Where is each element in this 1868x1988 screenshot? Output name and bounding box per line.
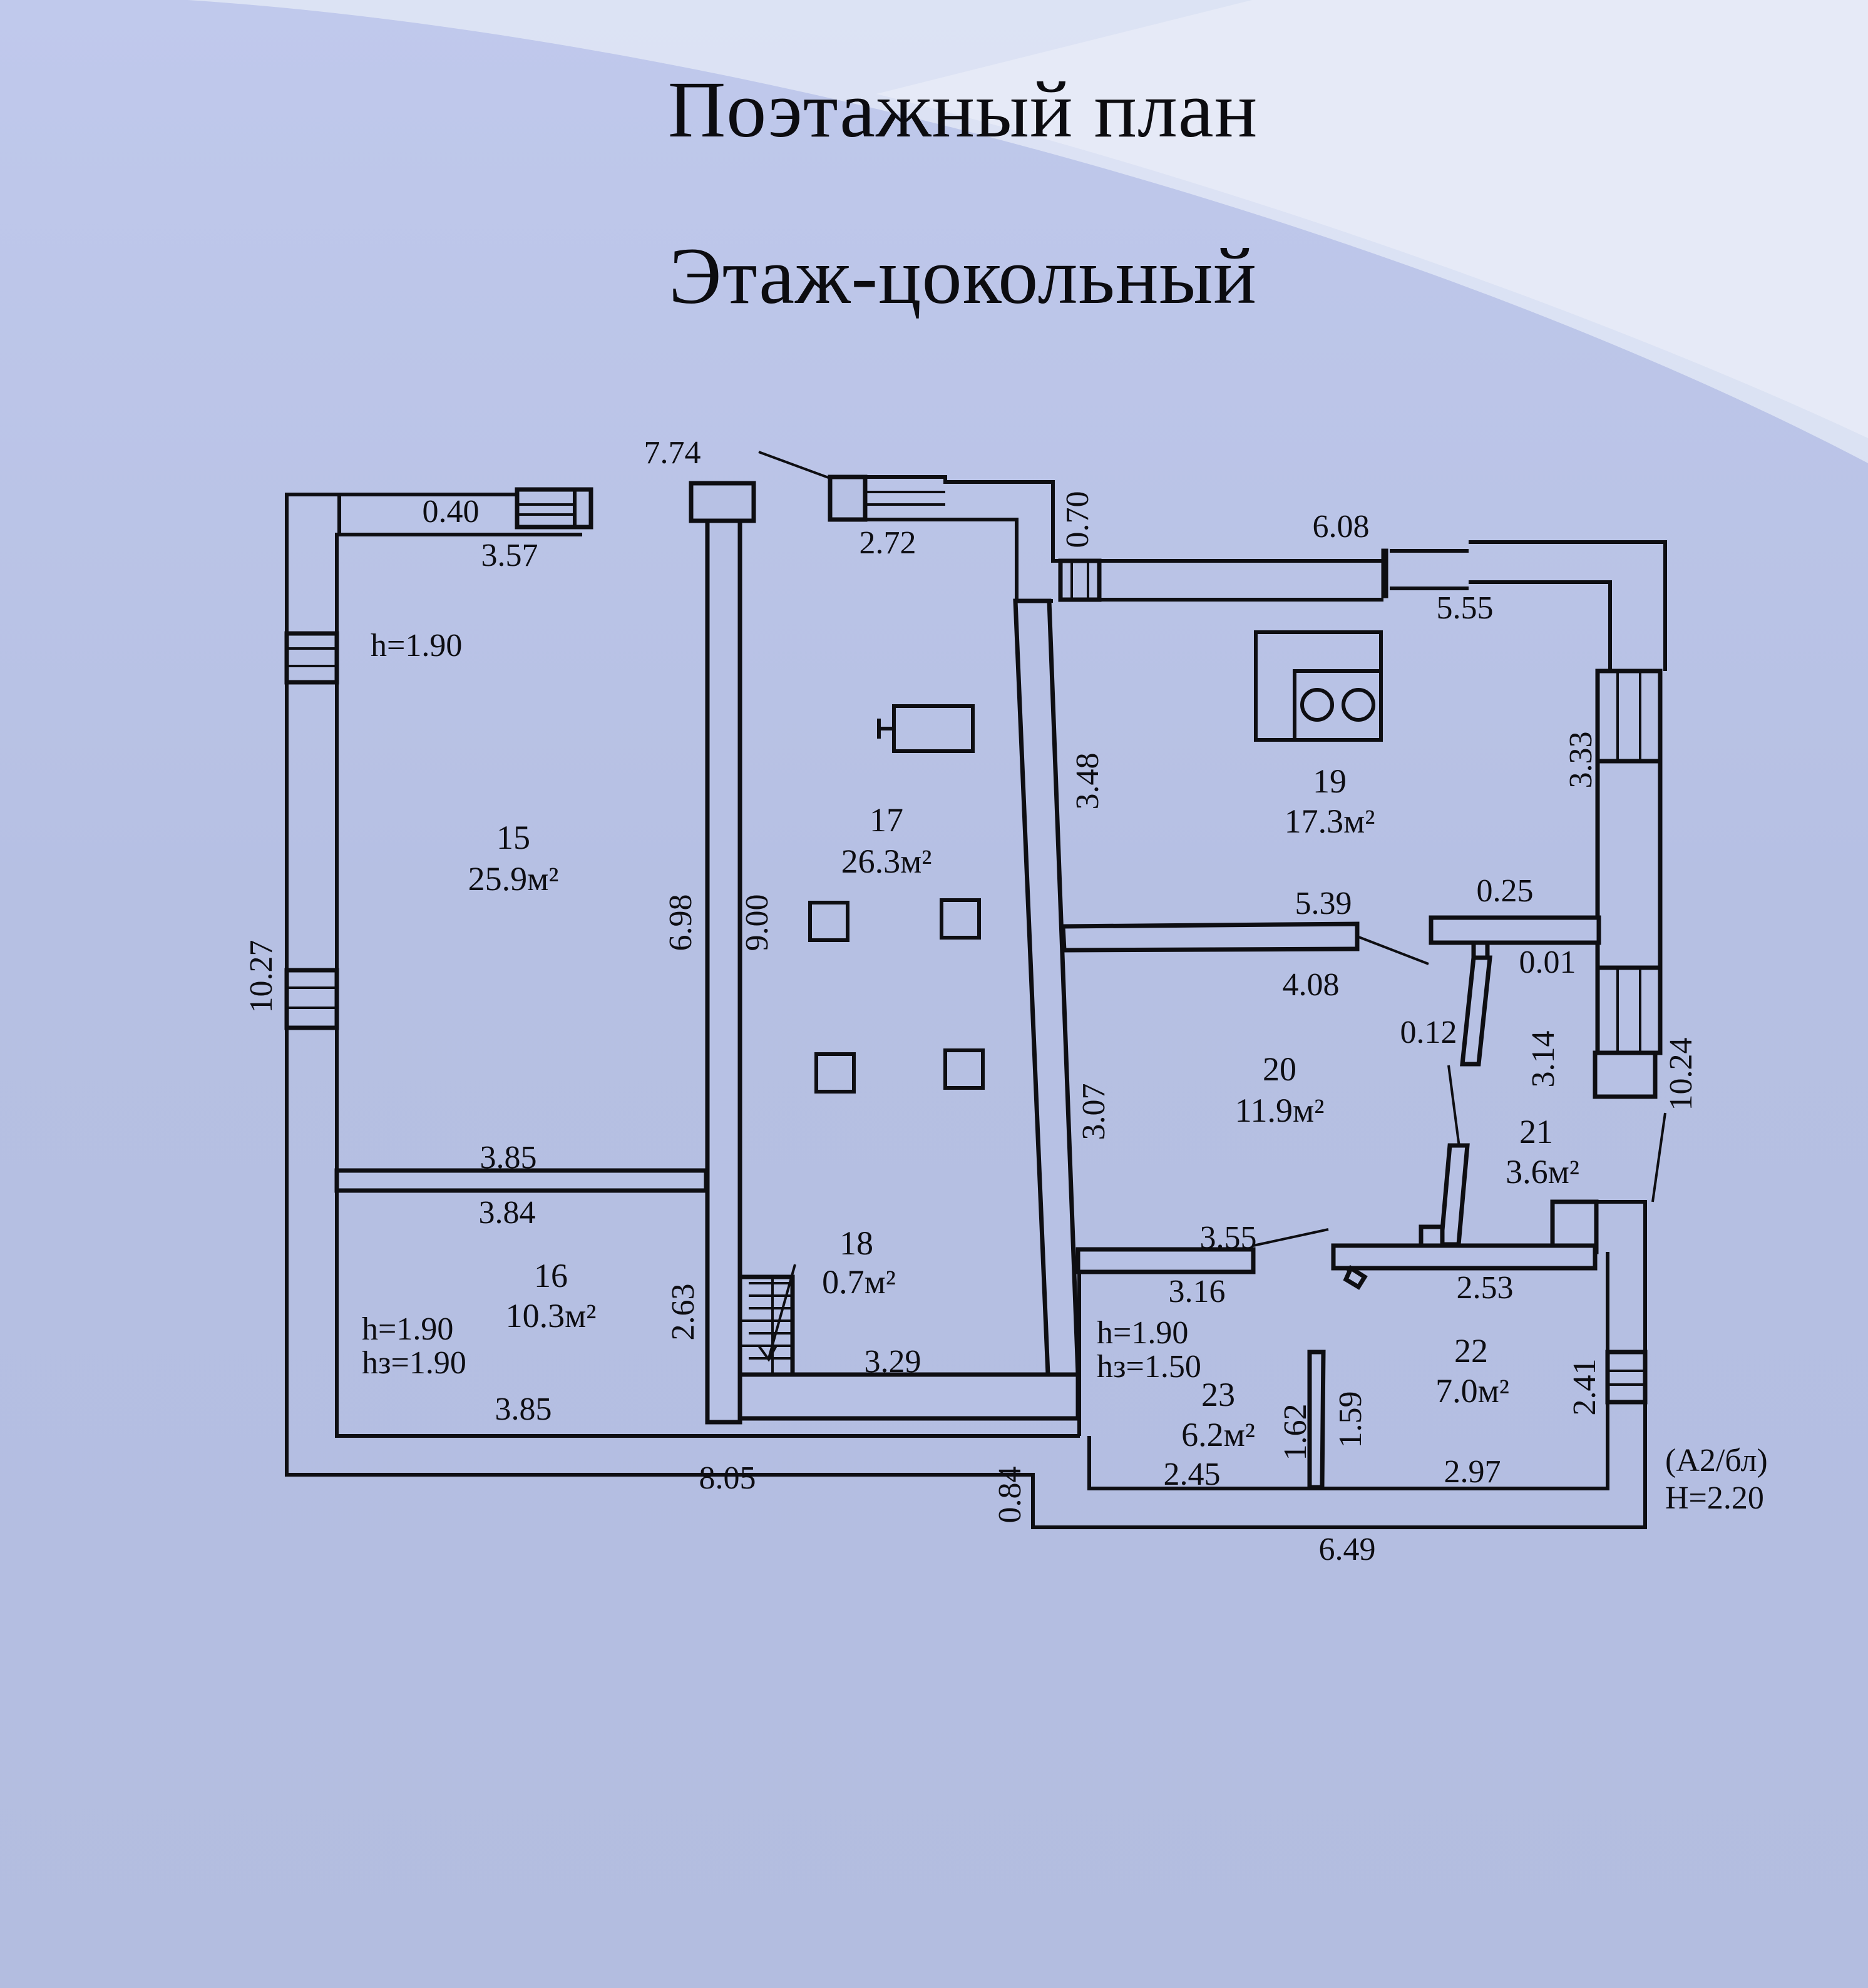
- dimension: 5.39: [1295, 886, 1352, 921]
- room-number: 16: [534, 1257, 568, 1294]
- height-label: h=1.90: [1097, 1315, 1188, 1351]
- dimension: 2.41: [1567, 1359, 1603, 1416]
- fixtures: [808, 630, 1383, 1094]
- dimension: 3.48: [1070, 753, 1106, 810]
- window-frame: [1605, 1350, 1648, 1405]
- dimension: 0.40: [423, 494, 480, 530]
- dimension: 9.00: [739, 894, 775, 951]
- dimension-labels: 7.74 0.40 3.57 2.72 6.08 5.55 5.39 0.25 …: [423, 435, 1576, 1567]
- dimension: 1.62: [1278, 1404, 1313, 1461]
- wall-segment: [1595, 759, 1663, 970]
- room-number: 19: [1313, 762, 1347, 800]
- window-frame: [1595, 669, 1663, 764]
- room-area: 11.9м²: [1235, 1092, 1325, 1129]
- dimension: 3.57: [481, 538, 538, 573]
- room-area: 26.3м²: [841, 843, 932, 880]
- dimension: 1.59: [1333, 1391, 1368, 1448]
- column-icon: [943, 1048, 985, 1090]
- wall-pier: [828, 474, 868, 522]
- room-area: 25.9м²: [468, 860, 559, 898]
- room-area: 3.6м²: [1506, 1153, 1579, 1191]
- dimension: 7.74: [644, 435, 701, 471]
- dimension: 2.72: [860, 525, 916, 561]
- column-icon: [940, 898, 981, 940]
- room-number: 17: [870, 801, 903, 839]
- room-number: 18: [839, 1224, 873, 1262]
- dimension: 3.07: [1076, 1084, 1112, 1140]
- dimension: 3.14: [1526, 1031, 1561, 1088]
- leader-lines: [758, 451, 1666, 1202]
- column-icon: [808, 901, 849, 942]
- boiler-icon: [892, 704, 975, 753]
- height-label: hз=1.50: [1097, 1349, 1201, 1385]
- wall-pier: [689, 481, 756, 523]
- dimension: 3.33: [1563, 732, 1599, 789]
- room-area: 10.3м²: [506, 1297, 597, 1335]
- dimension: 0.01: [1519, 945, 1576, 980]
- dimension: 2.63: [665, 1284, 701, 1341]
- room-number: 21: [1519, 1113, 1553, 1150]
- dimension: 2.97: [1444, 1454, 1501, 1490]
- building-code: (А2/бл): [1665, 1443, 1768, 1478]
- room-number: 20: [1263, 1050, 1296, 1088]
- height-label: hз=1.90: [362, 1345, 466, 1381]
- room-labels: 15 25.9м² 16 10.3м² 17 26.3м² 18 0.7м² 1…: [468, 762, 1579, 1453]
- dimension: 2.45: [1164, 1457, 1221, 1492]
- room-number: 22: [1454, 1332, 1488, 1370]
- page-title: Поэтажный план: [667, 65, 1258, 154]
- dimension: 6.08: [1313, 509, 1370, 545]
- dimension: 3.84: [479, 1195, 536, 1231]
- dimension: 3.55: [1200, 1220, 1257, 1256]
- dimension: 10.24: [1663, 1038, 1699, 1111]
- window-frame: [1595, 965, 1663, 1055]
- left-windows: [284, 487, 1089, 1030]
- plan-footer: (А2/бл) Н=2.20: [1665, 1443, 1768, 1516]
- stairs: [737, 1274, 795, 1377]
- dimension: 3.29: [865, 1344, 921, 1380]
- dimension: 3.85: [480, 1140, 537, 1176]
- floor-subtitle: Этаж-цокольный: [669, 232, 1257, 320]
- wall-segment: [1593, 1050, 1658, 1099]
- room-area: 6.2м²: [1181, 1416, 1255, 1453]
- dimension: 0.25: [1477, 873, 1534, 909]
- dimension: 3.16: [1169, 1274, 1226, 1309]
- column-icon: [814, 1052, 856, 1094]
- room-area: 0.7м²: [822, 1263, 896, 1301]
- dimension: 4.08: [1283, 967, 1340, 1003]
- outer-walls: [285, 474, 1667, 1529]
- dimension: 2.53: [1457, 1270, 1514, 1306]
- dimension: 0.84: [992, 1467, 1028, 1524]
- dimension-labels-vertical: 0.70 3.48 3.33 10.27 6.98 9.00 3.14 10.2…: [244, 491, 1699, 1524]
- interior-walls: [334, 518, 1601, 1490]
- height-labels: h=1.90 h=1.90 hз=1.90 h=1.90 hз=1.50: [362, 628, 1201, 1385]
- dimension: 5.55: [1437, 590, 1494, 626]
- dimension: 0.70: [1060, 491, 1096, 548]
- room-number: 23: [1201, 1376, 1235, 1413]
- dimension: 3.85: [495, 1391, 552, 1427]
- dimension: 10.27: [244, 940, 279, 1013]
- dimension: 8.05: [699, 1460, 756, 1496]
- wall-pier: [1058, 558, 1102, 602]
- dimension: 6.49: [1319, 1532, 1376, 1567]
- room-area: 17.3м²: [1285, 802, 1375, 840]
- stove-icon: [1254, 630, 1383, 742]
- height-label: h=1.90: [371, 628, 462, 664]
- wall-pier: [1381, 548, 1388, 598]
- room-area: 7.0м²: [1435, 1372, 1509, 1410]
- building-height: Н=2.20: [1665, 1480, 1764, 1516]
- height-label: h=1.90: [362, 1311, 453, 1347]
- dimension: 0.12: [1400, 1015, 1457, 1050]
- dimension: 6.98: [663, 894, 699, 951]
- room-number: 15: [496, 819, 530, 856]
